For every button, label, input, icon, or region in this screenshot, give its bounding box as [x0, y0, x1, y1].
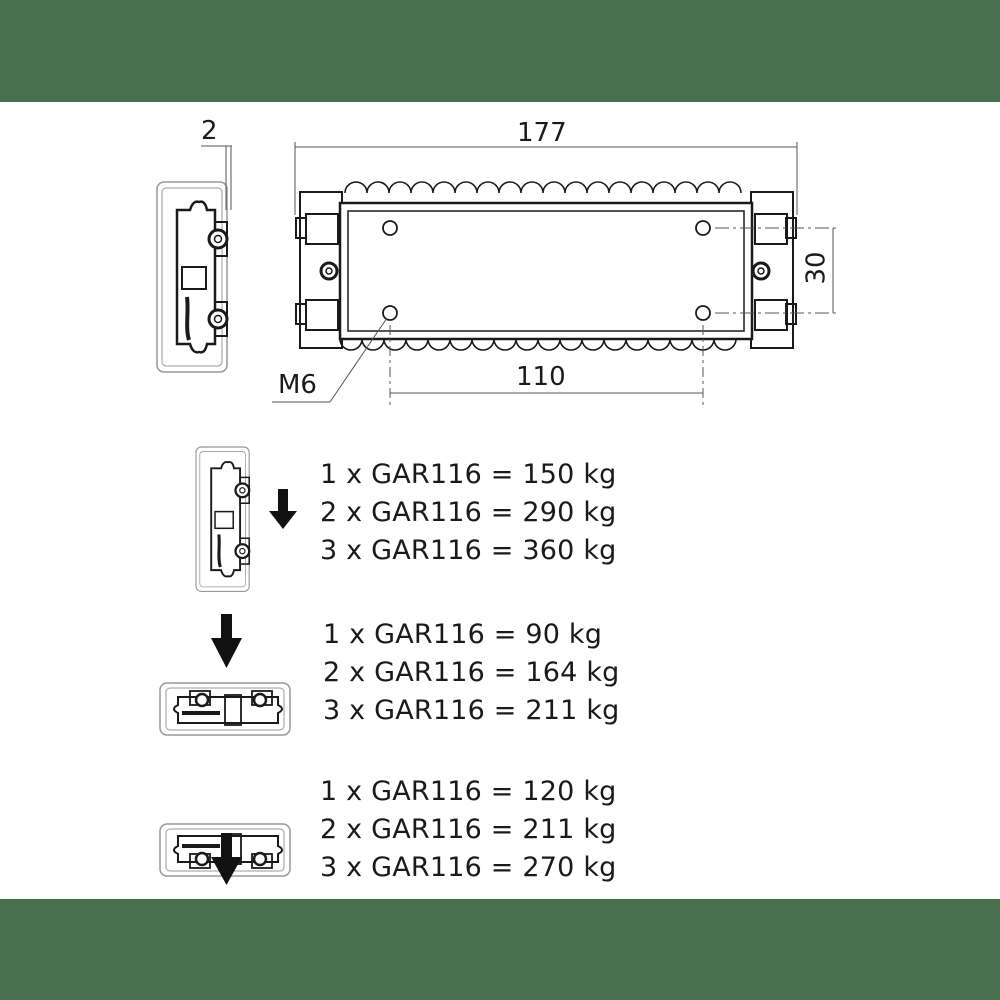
load-line: 3 x GAR116 = 270 kg: [320, 852, 617, 883]
bottom-band: [0, 899, 1000, 1000]
dim-length-label: 177: [517, 118, 567, 148]
top-band: [0, 0, 1000, 102]
load-line: 2 x GAR116 = 211 kg: [320, 814, 617, 845]
load-line: 2 x GAR116 = 290 kg: [320, 497, 617, 528]
top-view-drawing: [272, 142, 840, 405]
arrow-down-icon: [211, 614, 242, 668]
arrow-down-icon: [211, 833, 242, 885]
dim-thread-label: M6: [278, 370, 317, 400]
load-line: 2 x GAR116 = 164 kg: [323, 657, 620, 688]
load-line: 3 x GAR116 = 211 kg: [323, 695, 620, 726]
dim-height-label: 30: [801, 251, 832, 285]
load-case-1-diagram: [194, 445, 297, 593]
load-line: 1 x GAR116 = 120 kg: [320, 776, 617, 807]
load-line: 3 x GAR116 = 360 kg: [320, 535, 617, 566]
load-line: 1 x GAR116 = 150 kg: [320, 459, 617, 490]
load-case-2-diagram: [158, 614, 292, 737]
dim-thickness-label: 2: [201, 116, 218, 146]
dim-hole-spacing-label: 110: [516, 362, 566, 392]
load-case-3-diagram: [158, 822, 292, 885]
load-line: 1 x GAR116 = 90 kg: [323, 619, 603, 650]
end-view-drawing: [155, 145, 232, 374]
arrow-down-icon: [269, 489, 297, 529]
